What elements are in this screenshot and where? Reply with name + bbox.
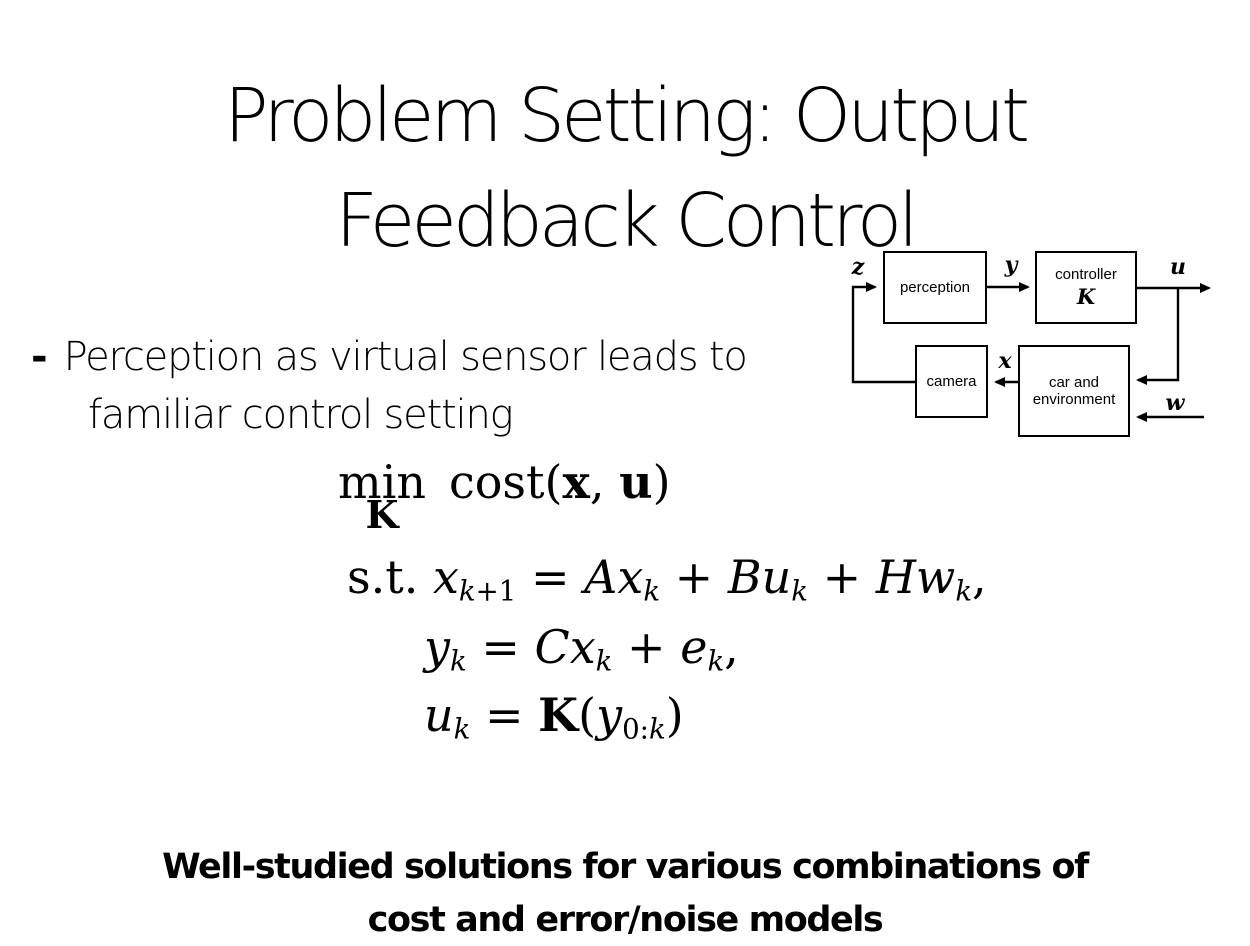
- control-loop-diagram: perception controller K camera car and e…: [830, 240, 1228, 450]
- diagram-arrows: [851, 282, 1211, 422]
- controller-box-label: controller: [1055, 266, 1117, 284]
- perception-box: perception: [883, 251, 987, 324]
- constraint-policy-equation: uk = K(y0:k): [424, 688, 684, 746]
- min-operator: min K: [338, 455, 426, 537]
- signal-z-label: z: [851, 254, 865, 280]
- objective-equation: min K cost(x, u): [338, 455, 671, 537]
- footer-message: Well-studied solutions for various combi…: [162, 847, 1089, 940]
- feedback-z-arrow: [851, 282, 915, 384]
- bullet-item: -Perception as virtual sensor leads to f…: [31, 328, 748, 444]
- page-title: Problem Setting: Output Feedback Control: [224, 72, 1030, 264]
- controller-gain-label: K: [1076, 283, 1096, 309]
- u-to-plant-arrow: [1136, 288, 1180, 385]
- constraint-output-equation: yk = Cxk + ek,: [424, 620, 739, 678]
- car-environment-box: car and environment: [1018, 345, 1130, 437]
- camera-box-label: camera: [926, 372, 977, 390]
- car-environment-box-label: car and environment: [1032, 373, 1116, 408]
- signal-w-label: w: [1165, 390, 1185, 416]
- signal-y-label: y: [1004, 252, 1018, 278]
- controller-box: controller K: [1035, 251, 1137, 324]
- signal-u-label: u: [1170, 254, 1186, 280]
- constraint-state-equation: s.t. xk+1 = Axk + Buk + Hwk,: [347, 550, 987, 608]
- objective-body: cost(x, u): [448, 455, 671, 509]
- camera-box: camera: [915, 345, 988, 418]
- bullet-marker: -: [31, 334, 48, 380]
- min-operator-name: min: [338, 455, 426, 509]
- perception-box-label: perception: [899, 278, 971, 296]
- signal-x-label: x: [998, 348, 1012, 374]
- min-operator-subscript: K: [365, 492, 399, 537]
- bullet-text: Perception as virtual sensor leads to fa…: [63, 334, 748, 438]
